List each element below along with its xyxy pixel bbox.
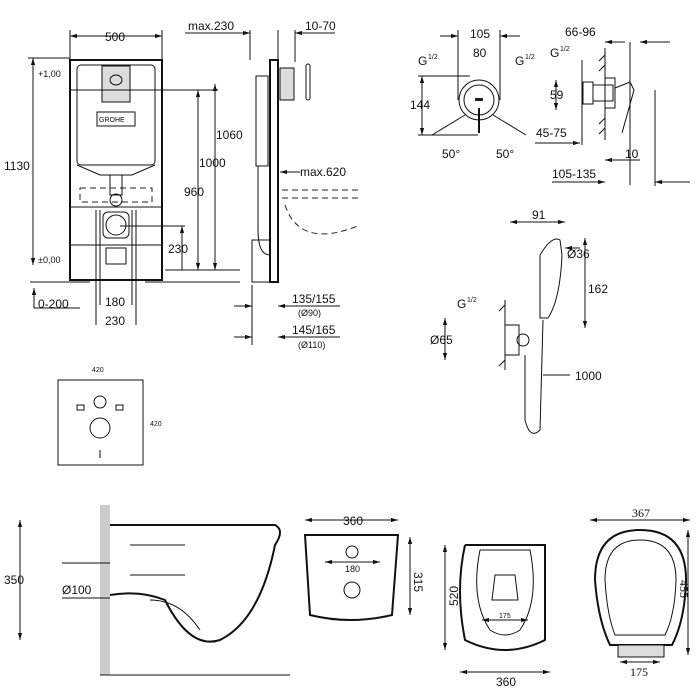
dim-d90: 135/155 xyxy=(292,292,336,306)
thread-side: G xyxy=(550,46,559,60)
dim-outlet-230: 230 xyxy=(168,242,188,256)
dim-bolt-230: 230 xyxy=(105,314,125,328)
dim-seat-360: 360 xyxy=(496,675,516,689)
dim-height-1130: 1130 xyxy=(4,159,30,173)
thread-left-size: 1/2 xyxy=(428,54,438,61)
toilet-seat-lid: 367 175 455 xyxy=(590,506,691,679)
mixer-views: 105 80 G 1/2 G 1/2 144 50° 50° 66-96 G 1… xyxy=(410,25,690,186)
dim-adjust: 0-200 xyxy=(38,297,69,311)
dim-66-96: 66-96 xyxy=(565,25,596,39)
dim-1060: 1060 xyxy=(216,128,243,142)
angle-right: 50° xyxy=(496,147,514,161)
dim-1000: 1000 xyxy=(199,156,226,170)
thread-side-size: 1/2 xyxy=(560,46,570,53)
dim-bolt-180: 180 xyxy=(105,295,125,309)
toilet-rear-view: 360 180 315 xyxy=(303,514,425,621)
thread-right: G xyxy=(515,54,524,68)
dim-mixer-80: 80 xyxy=(473,46,487,60)
dim-max-230: max.230 xyxy=(188,19,234,33)
frame-front-view: 500 +1,00 ±0,00 1130 1060 1000 960 230 0… xyxy=(4,30,243,328)
sound-pad: 420 420 xyxy=(57,367,162,466)
dim-hose-1000: 1000 xyxy=(575,369,602,383)
dim-toilet-315: 315 xyxy=(411,572,425,592)
pad-width: 420 xyxy=(92,367,104,374)
thread-left: G xyxy=(418,54,427,68)
level-top: +1,00 xyxy=(38,69,61,79)
dim-45-75: 45-75 xyxy=(536,126,567,140)
dim-lid-455: 455 xyxy=(677,580,691,598)
dim-toilet-350: 350 xyxy=(4,573,24,587)
dim-d110-note: (Ø110) xyxy=(298,340,325,350)
dim-105-135: 105-135 xyxy=(552,167,596,181)
dim-mixer-144: 144 xyxy=(410,98,430,112)
angle-left: 50° xyxy=(442,147,460,161)
grohe-logo: GROHE xyxy=(99,117,125,124)
frame-side-view: max.230 10-70 max.620 135/155 (Ø90) 145/… xyxy=(185,19,361,350)
toilet-side-view: 350 Ø100 xyxy=(4,505,290,676)
dim-d90-note: (Ø90) xyxy=(298,308,321,318)
dim-spray-d65: Ø65 xyxy=(430,333,453,347)
dim-bolt-180: 180 xyxy=(345,564,360,574)
spray-thread-size: 1/2 xyxy=(467,297,477,304)
dim-spray-91: 91 xyxy=(532,208,546,222)
dim-960: 960 xyxy=(184,185,204,199)
dim-width-500: 500 xyxy=(105,30,125,44)
dim-mixer-59: 59 xyxy=(550,88,564,102)
dim-lid-hinge-175: 175 xyxy=(630,665,648,679)
dim-max-620: max.620 xyxy=(300,165,346,179)
bidet-spray: 91 Ø36 162 G 1/2 Ø65 1000 xyxy=(430,208,608,434)
dim-spray-d36: Ø36 xyxy=(567,247,590,261)
level-floor: ±0,00 xyxy=(38,255,60,265)
dim-10-70: 10-70 xyxy=(305,19,336,33)
dim-mixer-105: 105 xyxy=(470,27,490,41)
thread-right-size: 1/2 xyxy=(525,54,535,61)
spray-thread: G xyxy=(457,297,466,311)
dim-seat-520: 520 xyxy=(447,586,461,606)
dim-d110: 145/165 xyxy=(292,323,336,337)
dim-spray-162: 162 xyxy=(588,282,608,296)
dim-mixer-10: 10 xyxy=(625,147,639,161)
dim-hinge-175: 175 xyxy=(499,613,511,620)
dim-toilet-360: 360 xyxy=(343,514,363,528)
dim-lid-367: 367 xyxy=(632,506,650,520)
toilet-bowl-top: 175 520 360 xyxy=(442,544,550,689)
pad-height: 420 xyxy=(150,421,162,428)
dim-outlet-100: Ø100 xyxy=(62,583,92,597)
